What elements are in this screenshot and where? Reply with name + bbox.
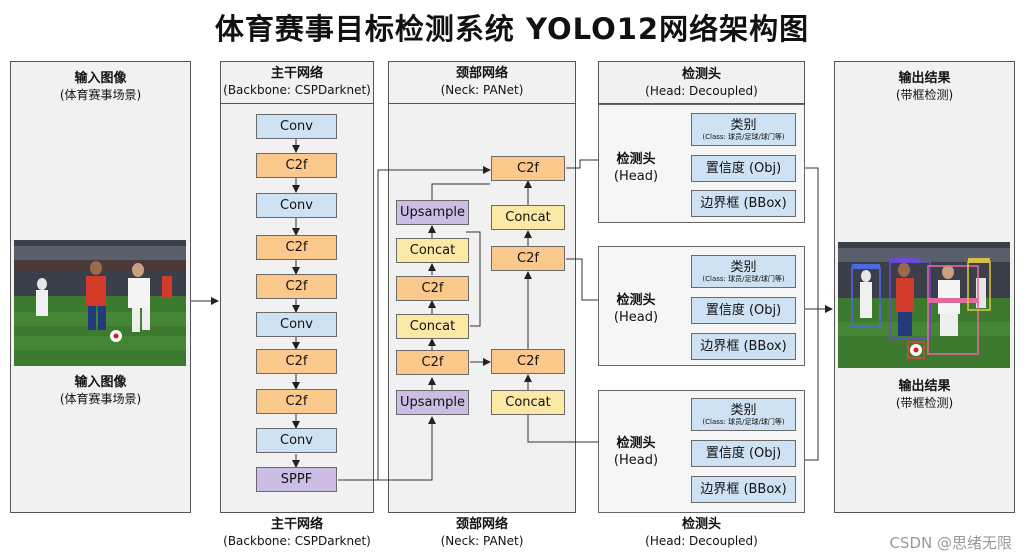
neck-concat-3: Concat (491, 205, 565, 230)
backbone-c2f-1: C2f (256, 153, 337, 178)
neck-c2f-mid: C2f (491, 246, 565, 271)
input-footer-caption: 输入图像 (体育赛事场景) (59, 375, 142, 406)
input-header: 输入图像 (体育赛事场景) (59, 71, 142, 102)
output-header: 输出结果 (带框检测) (895, 71, 954, 102)
backbone-footer: 主干网络 (Backbone: CSPDarknet) (223, 517, 371, 548)
head-1-label: 检测头 (Head) (613, 152, 659, 184)
backbone-conv-1: Conv (256, 114, 337, 139)
neck-footer: 颈部网络 (Neck: PANet) (440, 517, 524, 548)
neck-c2f-1: C2f (396, 276, 469, 301)
head-3-conf-box: 置信度 (Obj) (691, 440, 796, 467)
input-image (14, 240, 186, 366)
head-header: 检测头 (Head: Decoupled) (598, 61, 805, 104)
neck-c2f-bottom: C2f (491, 349, 565, 374)
neck-c2f-top: C2f (491, 156, 565, 181)
neck-upsample-2: Upsample (396, 390, 469, 415)
head-1-bbox-box: 边界框 (BBox) (691, 190, 796, 217)
head-3-class-box: 类别 (Class: 球员/足球/球门等) (691, 398, 796, 431)
backbone-c2f-3: C2f (256, 274, 337, 299)
head-1-class-box: 类别 (Class: 球员/足球/球门等) (691, 113, 796, 146)
backbone-c2f-5: C2f (256, 389, 337, 414)
backbone-sppf: SPPF (256, 467, 337, 492)
head-2-label: 检测头 (Head) (613, 293, 659, 325)
output-footer-caption: 输出结果 (带框检测) (895, 379, 954, 410)
backbone-header: 主干网络 (Backbone: CSPDarknet) (220, 61, 374, 104)
head-footer: 检测头 (Head: Decoupled) (645, 517, 758, 548)
backbone-conv-2: Conv (256, 193, 337, 218)
page-title: 体育赛事目标检测系统 YOLO12网络架构图 (214, 12, 810, 46)
head-2-conf-box: 置信度 (Obj) (691, 297, 796, 324)
watermark: CSDN @思绪无限 (889, 534, 1012, 552)
head-3-label: 检测头 (Head) (613, 436, 659, 468)
neck-c2f-2: C2f (396, 350, 469, 375)
head-2-class-box: 类别 (Class: 球员/足球/球门等) (691, 255, 796, 288)
neck-concat-1: Concat (396, 238, 469, 263)
head-2-bbox-box: 边界框 (BBox) (691, 333, 796, 360)
neck-header: 颈部网络 (Neck: PANet) (388, 61, 576, 104)
neck-upsample-1: Upsample (396, 200, 469, 225)
backbone-conv-3: Conv (256, 312, 337, 337)
backbone-c2f-4: C2f (256, 349, 337, 374)
backbone-c2f-2: C2f (256, 235, 337, 260)
head-1-conf-box: 置信度 (Obj) (691, 155, 796, 182)
neck-concat-4: Concat (491, 390, 565, 415)
head-3-bbox-box: 边界框 (BBox) (691, 476, 796, 503)
neck-concat-2: Concat (396, 314, 469, 339)
backbone-conv-4: Conv (256, 428, 337, 453)
output-image (838, 242, 1010, 368)
